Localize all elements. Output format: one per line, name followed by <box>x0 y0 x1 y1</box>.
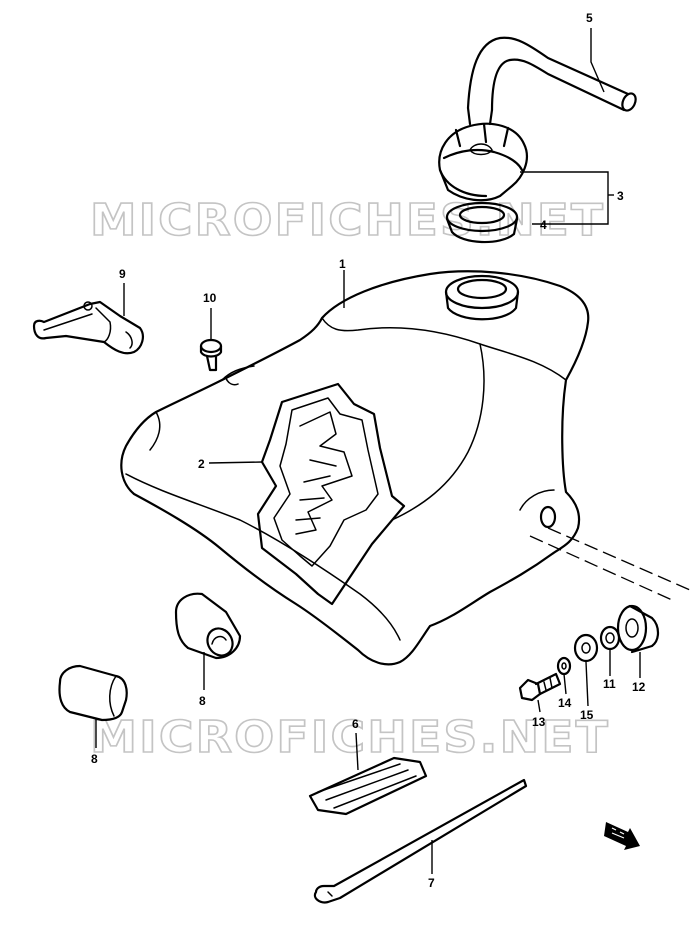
callout-8-upper: 8 <box>199 694 206 708</box>
part-collar <box>599 625 621 651</box>
watermark-bottom: MICROFICHES.NET <box>90 712 610 763</box>
part-cushion-upper <box>174 592 242 660</box>
callout-12: 12 <box>632 680 646 694</box>
part-cushion-lower <box>58 664 128 722</box>
callout-2: 2 <box>198 457 205 471</box>
leader-lines <box>95 28 641 874</box>
callout-6: 6 <box>352 717 359 731</box>
watermark-top: MICROFICHES.NET <box>90 195 605 246</box>
part-grommet <box>616 604 660 654</box>
part-fuel-cap <box>438 122 529 202</box>
part-washer-large <box>573 633 599 663</box>
part-cap-gasket <box>445 201 519 244</box>
part-bolt <box>518 672 562 702</box>
callout-9: 9 <box>119 267 126 281</box>
part-breather-hose <box>466 36 637 126</box>
callout-10: 10 <box>203 291 217 305</box>
part-screw <box>199 338 223 372</box>
part-bracket <box>32 300 144 355</box>
callout-1: 1 <box>339 257 346 271</box>
callout-13: 13 <box>532 715 546 729</box>
callout-4: 4 <box>540 218 547 232</box>
part-fuel-tank <box>120 270 590 666</box>
callout-15: 15 <box>580 708 594 722</box>
callout-11: 11 <box>603 677 616 691</box>
callout-5: 5 <box>586 11 593 25</box>
front-arrow-icon <box>604 822 640 850</box>
callout-14: 14 <box>558 696 572 710</box>
callout-8-lower: 8 <box>91 752 98 766</box>
part-tank-decal <box>256 382 406 606</box>
part-cushion-strip <box>308 756 428 816</box>
part-cable-tie <box>313 778 528 904</box>
callout-7: 7 <box>428 876 435 890</box>
part-washer-small <box>556 656 572 676</box>
callout-3: 3 <box>617 189 624 203</box>
